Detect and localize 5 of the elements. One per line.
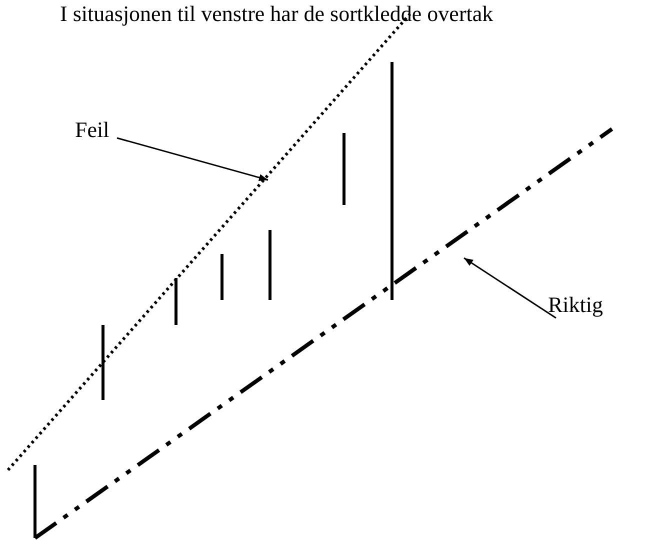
term-label: Feil: [75, 118, 110, 142]
leader-line: [464, 257, 556, 319]
leader-line: [116, 137, 268, 182]
caption-text: I situasjonen til venstre har de sortkledde overtak: [60, 2, 494, 26]
term-label: Riktig: [548, 293, 604, 318]
